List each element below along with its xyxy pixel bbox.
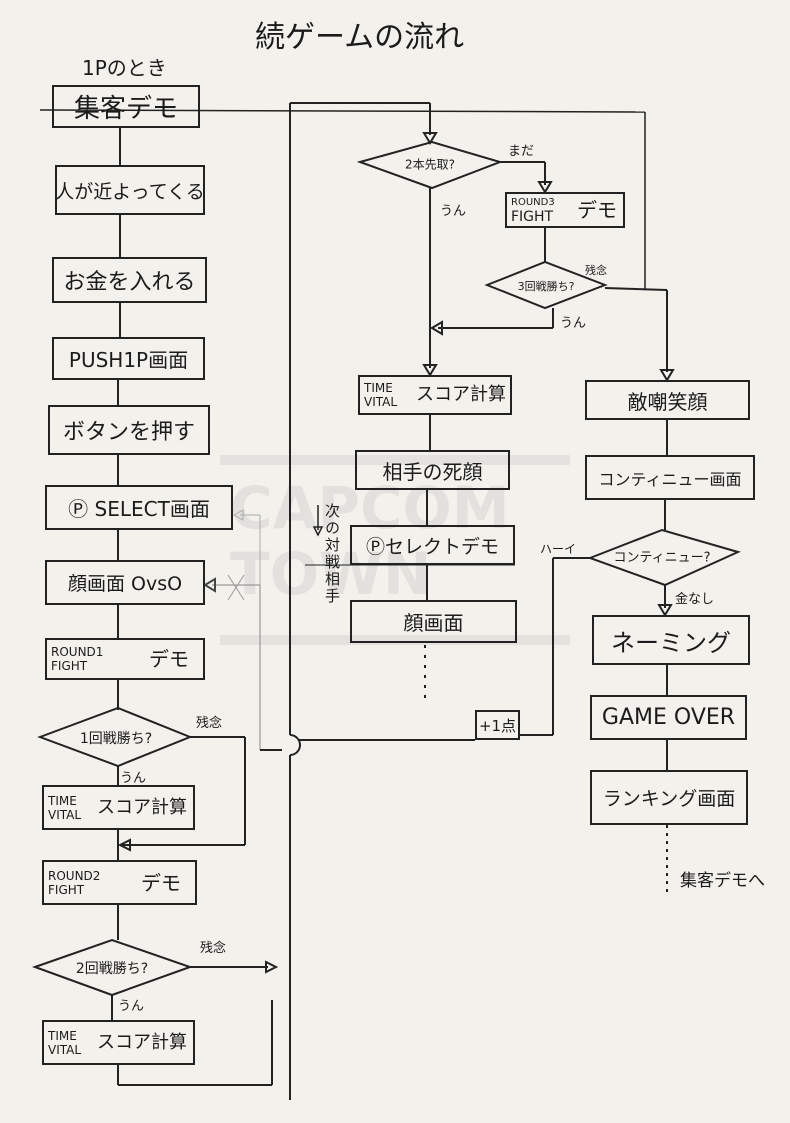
label-round3-yes: うん xyxy=(560,316,587,331)
vital-label: VITAL xyxy=(48,807,82,822)
box-insert-coin: お金を入れる xyxy=(52,257,207,303)
label-round2-lose: 残念 xyxy=(200,941,227,956)
box-face-screen: 顔画面 xyxy=(350,600,517,643)
label-round2-yes: うん xyxy=(118,999,145,1014)
watermark-text: CAPCOM TOWN xyxy=(230,474,510,608)
box-plus-one-point: +1点 xyxy=(475,710,520,740)
fight-label: FIGHT xyxy=(48,882,85,897)
box-attract-demo: 集客デモ xyxy=(52,85,200,128)
box-game-over: GAME OVER xyxy=(590,695,747,740)
time-label: TIME xyxy=(364,381,393,395)
box-score-calc-2: TIME VITAL スコア計算 xyxy=(42,1020,195,1065)
vital-label: VITAL xyxy=(364,395,398,409)
label-d3-yes: うん xyxy=(440,204,467,219)
vital-label: VITAL xyxy=(48,1042,82,1057)
decision-round2-win: 2回戦勝ち? xyxy=(75,961,149,977)
decision-two-wins-first: 2本先取? xyxy=(404,157,456,172)
label-round1-lose: 残念 xyxy=(196,716,223,731)
round1-label: ROUND1 xyxy=(51,645,104,659)
box-select-screen: Ⓟ SELECT画面 xyxy=(45,485,233,530)
demo-label: デモ xyxy=(141,870,181,895)
round2-label: ROUND2 xyxy=(48,868,101,883)
box-score-calc-1: TIME VITAL スコア計算 xyxy=(42,785,195,830)
box-score-calc-3: TIME VITAL スコア計算 xyxy=(358,375,512,415)
box-person-approaches: 人が近よってくる xyxy=(55,165,205,215)
label-no-money: 金なし xyxy=(675,592,715,607)
decision-continue: コンティニュー? xyxy=(613,550,711,566)
round3-label: ROUND3 xyxy=(511,197,555,208)
time-label: TIME xyxy=(48,1028,77,1043)
fight-label: FIGHT xyxy=(511,209,554,225)
label-continue-yes: ハーイ xyxy=(540,542,577,556)
decision-round1-win: 1回戦勝ち? xyxy=(79,731,153,747)
watermark: CAPCOM TOWN xyxy=(220,455,570,645)
box-continue-screen: コンティニュー画面 xyxy=(585,455,755,500)
time-label: TIME xyxy=(48,793,77,808)
box-face-screen-vs: 顔画面 OvsO xyxy=(45,560,205,605)
box-press-button: ボタンを押す xyxy=(48,405,210,455)
box-enemy-sneer-face: 敵嘲笑顔 xyxy=(585,380,750,420)
page-title: 続ゲームの流れ xyxy=(255,20,465,55)
score-calc-label: スコア計算 xyxy=(97,1031,187,1053)
box-ranking-screen: ランキング画面 xyxy=(590,770,748,825)
decision-round3-win: 3回戦勝ち? xyxy=(517,280,575,293)
score-calc-label: スコア計算 xyxy=(416,384,506,405)
label-round3-lose: 残念 xyxy=(585,264,607,277)
label-not-yet: まだ xyxy=(508,144,535,159)
box-round3-fight-demo: ROUND3 FIGHT デモ xyxy=(505,192,625,228)
box-round2-fight-demo: ROUND2 FIGHT デモ xyxy=(42,860,197,905)
demo-label: デモ xyxy=(577,198,617,222)
label-round1-yes: うん xyxy=(120,771,147,786)
label-next-opponent: 次の対戦相手 xyxy=(323,503,341,605)
subtitle: 1Pのとき xyxy=(82,56,167,80)
box-naming: ネーミング xyxy=(592,615,750,665)
box-round1-fight-demo: ROUND1 FIGHT デモ xyxy=(45,638,205,680)
box-push-1p-screen: PUSH1P画面 xyxy=(52,337,205,380)
box-player-select-demo: Ⓟセレクトデモ xyxy=(350,525,515,565)
box-opponent-death-face: 相手の死顔 xyxy=(355,450,510,490)
fight-label: FIGHT xyxy=(51,659,88,673)
demo-label: デモ xyxy=(149,647,189,671)
score-calc-label: スコア計算 xyxy=(97,796,187,818)
label-to-attract-demo: 集客デモへ xyxy=(680,871,765,891)
